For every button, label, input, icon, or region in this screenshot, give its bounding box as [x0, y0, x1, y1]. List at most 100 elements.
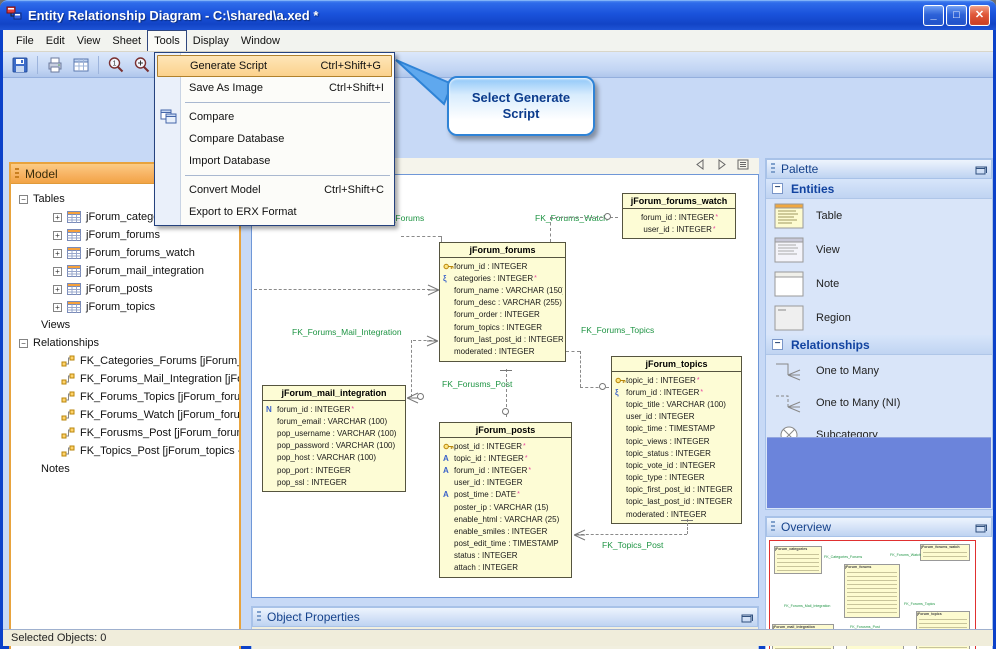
expand-icon[interactable]: + — [53, 248, 62, 258]
close-button[interactable]: ✕ — [969, 4, 990, 26]
menu-item-compare-database[interactable]: Compare Database — [155, 128, 394, 150]
zoom-in-button[interactable] — [130, 54, 154, 76]
table-column: user_id : INTEGER — [443, 477, 569, 489]
toolbar-separator — [37, 55, 38, 74]
palette-item-one-to-many-ni[interactable]: One to Many (NI) — [766, 387, 992, 419]
required-marker: * — [351, 405, 355, 413]
panel-grip[interactable] — [15, 167, 19, 180]
tree-item-tables[interactable]: −Tables — [11, 190, 239, 208]
tree-item-fk-topics-post-jforum-topics-jf[interactable]: FK_Topics_Post [jForum_topics - jF — [11, 442, 239, 460]
column-text: pop_port : INTEGER — [277, 465, 351, 475]
tree-item-notes[interactable]: Notes — [11, 460, 239, 478]
sheet-list-button[interactable] — [737, 159, 749, 173]
relationship-label-fk-forums-watch: FK_Forums_Watch — [535, 213, 608, 223]
next-sheet-icon — [718, 159, 726, 170]
collapse-icon[interactable]: − — [19, 338, 28, 348]
menu-item-compare[interactable]: Compare — [155, 106, 394, 128]
tree-item-fk-forums-mail-integration-jforu[interactable]: FK_Forums_Mail_Integration [jForu — [11, 370, 239, 388]
palette-section-label: Entities — [791, 181, 835, 196]
minimize-button[interactable]: _ — [923, 4, 944, 26]
menu-item-label: Compare — [189, 111, 235, 123]
overview-relationship-label: FK_Forums_Topics — [904, 602, 936, 607]
menubar-item-sheet[interactable]: Sheet — [112, 34, 142, 47]
menubar-item-file[interactable]: File — [16, 34, 34, 47]
menu-item-import-database[interactable]: Import Database — [155, 150, 394, 172]
panel-grip[interactable] — [257, 611, 261, 623]
menu-item-label: Generate Script — [190, 60, 268, 72]
tree-item-fk-categories-forums-jforum-ca[interactable]: FK_Categories_Forums [jForum_ca — [11, 352, 239, 370]
menu-item-label: Convert Model — [189, 184, 261, 196]
palette-item-view[interactable]: View — [766, 233, 992, 267]
print-button[interactable] — [43, 54, 67, 76]
expand-icon[interactable]: + — [53, 230, 62, 240]
palette-section-entities[interactable]: −Entities — [766, 179, 992, 199]
tree-item-jforum-posts[interactable]: +jForum_posts — [11, 280, 239, 298]
tree-item-relationships[interactable]: −Relationships — [11, 334, 239, 352]
palette-item-note[interactable]: Note — [766, 267, 992, 301]
menubar-item-view[interactable]: View — [76, 34, 101, 47]
overview-relationship-label: FK_Forusms_Post — [850, 625, 880, 630]
float-panel-icon[interactable] — [741, 612, 753, 623]
zoom-actual-button[interactable]: 1 — [104, 54, 128, 76]
tree-item-jforum-forums-watch[interactable]: +jForum_forums_watch — [11, 244, 239, 262]
menubar-item-display[interactable]: Display — [192, 34, 229, 47]
menubar-item-tools[interactable]: Tools — [147, 30, 187, 51]
panel-grip[interactable] — [771, 163, 775, 175]
palette-item-region[interactable]: Region — [766, 301, 992, 335]
maximize-button[interactable]: □ — [946, 4, 967, 26]
panel-grip[interactable] — [771, 521, 775, 533]
palette-section-relationships[interactable]: −Relationships — [766, 335, 992, 355]
tree-item-fk-forums-watch-jforum-forums[interactable]: FK_Forums_Watch [jForum_forums — [11, 406, 239, 424]
grid-button[interactable] — [69, 54, 93, 76]
prev-sheet-button[interactable] — [695, 159, 706, 173]
expand-icon[interactable]: + — [53, 212, 62, 222]
tree-item-jforum-mail-integration[interactable]: +jForum_mail_integration — [11, 262, 239, 280]
next-sheet-button[interactable] — [716, 159, 727, 173]
region-thumb — [772, 305, 806, 331]
tree-item-fk-forusms-post-jforum-forums[interactable]: FK_Forusms_Post [jForum_forums — [11, 424, 239, 442]
callout-bubble: Select Generate Script — [447, 76, 595, 136]
collapse-icon[interactable]: − — [19, 194, 28, 204]
table-column: topic_last_post_id : INTEGER — [615, 496, 739, 508]
tree-item-views[interactable]: Views — [11, 316, 239, 334]
expand-icon[interactable]: + — [53, 266, 62, 276]
expand-icon[interactable]: + — [53, 302, 62, 312]
collapse-icon[interactable]: − — [772, 339, 783, 350]
overview-table-name: jForum_forums_watch — [921, 545, 960, 550]
overview-table-rows — [847, 572, 897, 616]
tree-item-fk-forums-topics-jforum-forums[interactable]: FK_Forums_Topics [jForum_forums — [11, 388, 239, 406]
expand-icon[interactable]: + — [53, 284, 62, 294]
relationship-connector — [550, 217, 618, 218]
table-column: poster_ip : VARCHAR (15) — [443, 501, 569, 513]
palette-item-one-to-many[interactable]: One to Many — [766, 355, 992, 387]
palette-item-table[interactable]: Table — [766, 199, 992, 233]
save-button[interactable] — [8, 54, 32, 76]
table-column: forum_email : VARCHAR (100) — [266, 415, 403, 427]
tree-item-jforum-forums[interactable]: + jForum_forums — [11, 226, 239, 244]
model-panel-title: Model — [25, 166, 58, 181]
float-panel-icon[interactable] — [975, 164, 987, 175]
tree-item-label: jForum_forums — [86, 229, 160, 241]
table-column: moderated : INTEGER — [443, 345, 563, 357]
menu-item-export-to-erx-format[interactable]: Export to ERX Format — [155, 201, 394, 223]
tree-item-jforum-topics[interactable]: +jForum_topics — [11, 298, 239, 316]
menubar-item-edit[interactable]: Edit — [45, 34, 65, 47]
float-panel-icon[interactable] — [975, 522, 987, 533]
collapse-icon[interactable]: − — [772, 183, 783, 194]
palette-section-label: Relationships — [791, 337, 870, 352]
grid-icon — [73, 58, 89, 71]
menubar-item-window[interactable]: Window — [240, 34, 280, 47]
relationship-circle-marker — [604, 213, 611, 220]
column-text: topic_id : INTEGER — [454, 453, 524, 463]
